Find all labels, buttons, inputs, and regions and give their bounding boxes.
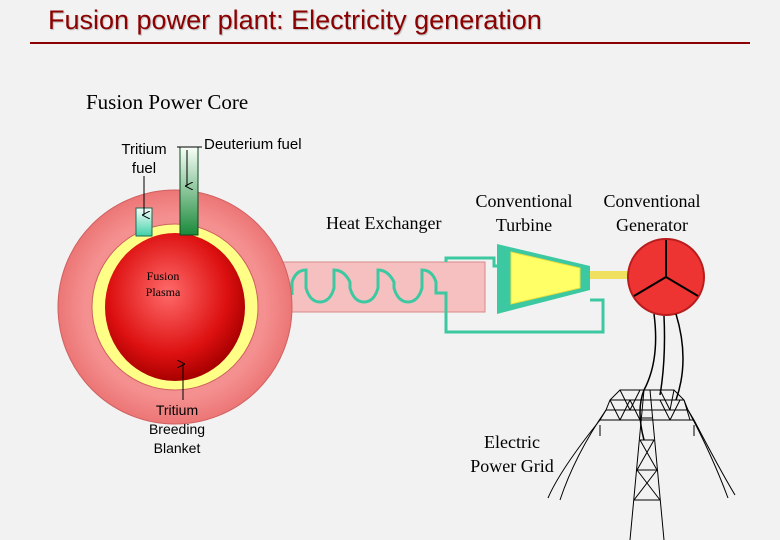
tritium-fuel-line1: Tritium	[121, 141, 167, 158]
blanket-label-line2: Breeding	[148, 421, 206, 437]
tritium-fuel-line2: fuel	[131, 160, 157, 177]
heat-exchanger-coil	[290, 268, 605, 334]
heat-exchanger-box	[282, 261, 486, 313]
plasma-label-line2: Plasma	[145, 285, 181, 299]
blanket-label-line1: Tritium	[155, 402, 199, 418]
blanket-label-line3: Blanket	[153, 440, 201, 456]
generator-label-line1: Conventional	[603, 191, 701, 211]
tritium-fuel-label: Tritium fuel	[114, 140, 174, 178]
generator-label: Conventional Generator	[590, 189, 714, 237]
generator-label-line2: Generator	[616, 215, 688, 235]
fusion-plasma	[105, 233, 245, 381]
turbine-label-line2: Turbine	[495, 215, 553, 235]
title-underline	[30, 42, 750, 44]
plasma-label: Fusion Plasma	[128, 268, 198, 300]
turbine-shaft	[590, 271, 630, 279]
generator-windings	[633, 240, 699, 297]
page-title: Fusion power plant: Electricity generati…	[48, 5, 542, 35]
heat-exchanger-label: Heat Exchanger	[326, 213, 442, 233]
deuterium-fuel-label: Deuterium fuel	[204, 136, 302, 153]
plasma-label-line1: Fusion	[146, 269, 180, 283]
grid-label-line1: Electric	[484, 432, 540, 452]
grid-label-line2: Power Grid	[470, 456, 554, 476]
transmission-tower	[547, 389, 736, 540]
power-line-mid	[659, 315, 666, 396]
blanket-label: Tritium Breeding Blanket	[137, 401, 217, 458]
core-label: Fusion Power Core	[86, 90, 249, 114]
turbine-label-line1: Conventional	[475, 191, 573, 211]
deuterium-fuel-pipe	[179, 146, 199, 236]
grid-label: Electric Power Grid	[452, 430, 572, 478]
power-line-right	[675, 313, 684, 401]
turbine-inner	[510, 251, 581, 305]
turbine-label: Conventional Turbine	[462, 189, 586, 237]
